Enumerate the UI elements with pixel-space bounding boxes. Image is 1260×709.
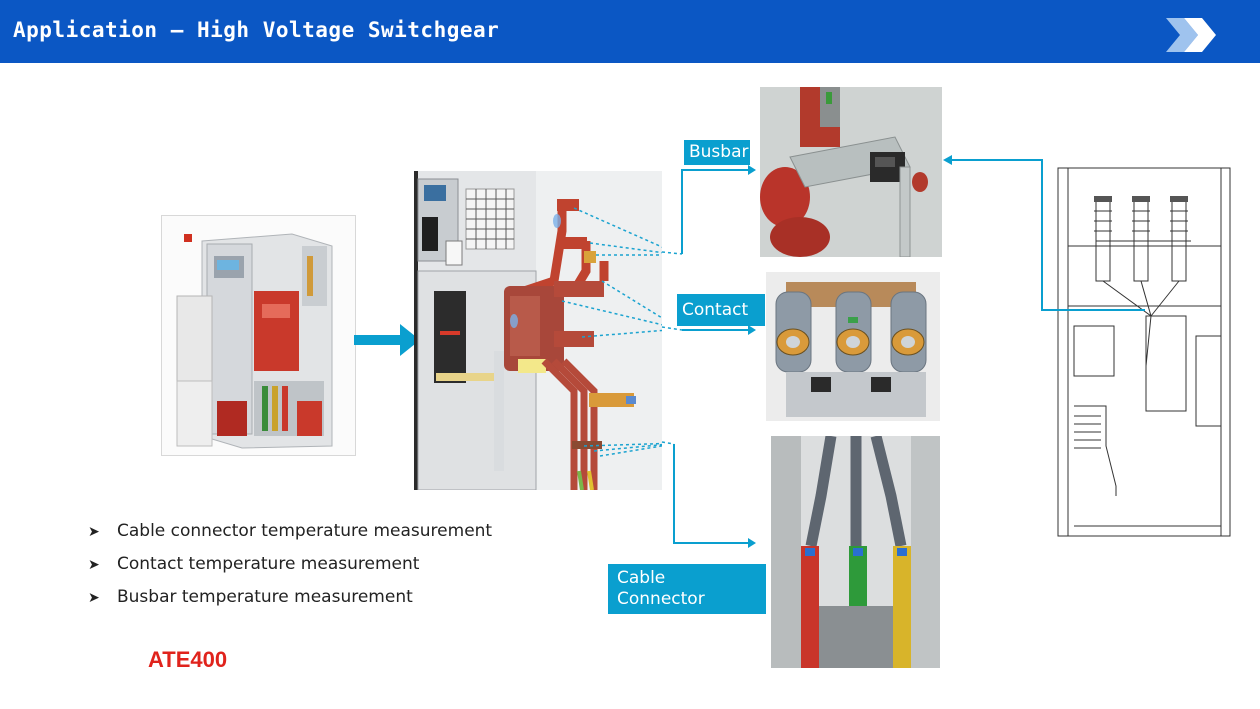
arrow-bullet-icon: ➤ xyxy=(88,524,100,540)
busbar-pointer-line xyxy=(943,155,1145,311)
contact-label: Contact xyxy=(677,294,765,326)
arrow-bullet-icon: ➤ xyxy=(88,590,100,606)
busbar-photo xyxy=(760,87,942,257)
list-item: ➤ Contact temperature measurement xyxy=(88,551,492,584)
arrow-bullet-icon: ➤ xyxy=(88,557,100,573)
busbar-label: Busbar xyxy=(684,140,750,165)
contact-photo xyxy=(766,272,940,421)
right-arrow-icon xyxy=(354,324,420,356)
list-item-text: Cable connector temperature measurement xyxy=(117,521,493,541)
list-item: ➤ Busbar temperature measurement xyxy=(88,584,492,617)
cable-connector-label-line2: Connector xyxy=(617,589,705,609)
list-item-text: Busbar temperature measurement xyxy=(117,587,413,607)
switchgear-cutaway-diagram xyxy=(414,171,662,490)
connector-lines xyxy=(661,165,756,548)
switchgear-line-drawing xyxy=(1056,166,1232,540)
list-item: ➤ Cable connector temperature measurement xyxy=(88,518,492,551)
product-name: ATE400 xyxy=(148,647,228,672)
switchgear-cabinet-photo xyxy=(161,215,356,456)
cable-connector-photo xyxy=(771,436,940,668)
slide-title: Application – High Voltage Switchgear xyxy=(13,18,500,42)
measurement-list: ➤ Cable connector temperature measurement… xyxy=(88,518,492,617)
cable-connector-label: Cable Connector xyxy=(608,564,766,614)
double-chevron-icon xyxy=(1166,18,1216,52)
title-bar: Application – High Voltage Switchgear xyxy=(0,0,1260,63)
list-item-text: Contact temperature measurement xyxy=(117,554,420,574)
cable-connector-label-line1: Cable xyxy=(617,568,666,588)
